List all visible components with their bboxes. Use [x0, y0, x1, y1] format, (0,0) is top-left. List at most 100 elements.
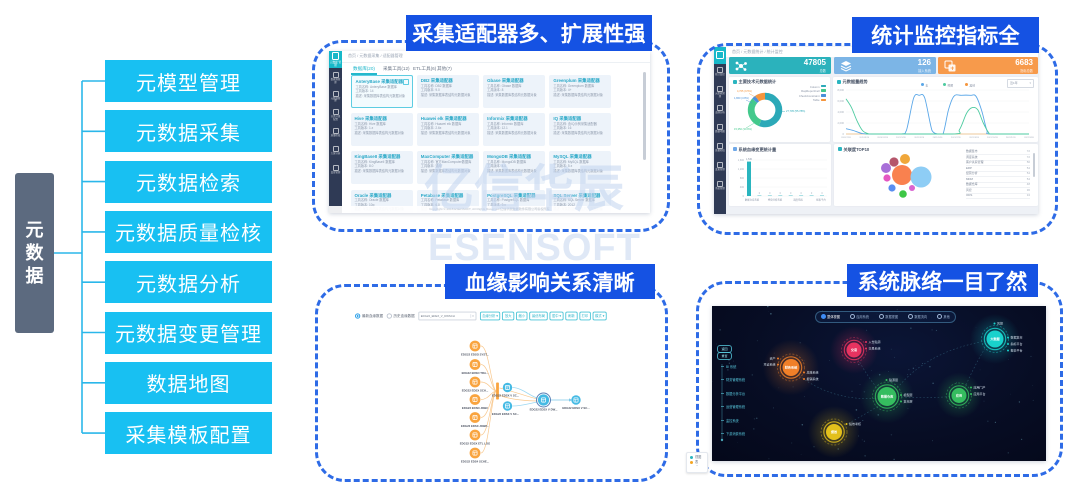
feature-button-1[interactable]: 元数据采集 — [105, 110, 272, 153]
top10-value: 54 — [1026, 176, 1030, 181]
svg-text:数据集市: 数据集市 — [1011, 335, 1023, 340]
range-select[interactable]: 近1年▾ — [1007, 79, 1034, 88]
feature-button-4[interactable]: 元数据分析 — [105, 261, 272, 304]
adapter-description: 描述: 采集数据库表结构元数据对象 — [420, 169, 471, 174]
network-view-option-4[interactable]: 其他 — [937, 314, 950, 319]
adapter-card-Huawei elk[interactable]: Huawei elk 采集适配器工具名称: Huawei elk 数据库工具版本… — [416, 113, 479, 147]
lineage-tool-button-7[interactable]: 模式 ▾ — [592, 311, 607, 321]
network-side-item-0[interactable]: BI 系统 — [726, 365, 737, 369]
option-label: 其他 — [943, 315, 950, 319]
adapter-card-MaxComputer[interactable]: MaxComputer 采集适配器工具名称: 官方MaxComputer数据库工… — [416, 151, 479, 185]
network-side-item-1[interactable]: 财务管理系统 — [726, 378, 746, 383]
network-side-item-5[interactable]: 下游消费系统 — [726, 432, 746, 436]
network-view-option-2[interactable]: 数据视图 — [879, 314, 898, 319]
svg-text:EDG22 EDSO TRA...: EDG22 EDSO TRA... — [462, 371, 489, 375]
svg-text:2021/1/26: 2021/1/26 — [896, 137, 907, 139]
lineage-tool-button-2[interactable]: 缩小 — [515, 311, 528, 321]
network-side-button-1[interactable]: 重置 — [717, 352, 732, 360]
feature-button-2[interactable]: 元数据检索 — [105, 160, 272, 203]
lineage-tool-button-0[interactable]: 血缘分析 ▾ — [479, 311, 501, 321]
feature-button-0[interactable]: 元模型管理 — [105, 60, 272, 102]
sidebar-item-icon — [717, 86, 723, 92]
scrollbar[interactable] — [1033, 153, 1035, 177]
legend-item: CheckConstraint — [799, 94, 826, 98]
radio-1[interactable] — [386, 313, 393, 319]
tab-2[interactable]: ETL工具(6) — [413, 65, 437, 71]
radio-0[interactable] — [355, 313, 361, 319]
lineage-tool-button-1[interactable]: 放大 — [502, 311, 515, 321]
sidebar-item[interactable]: 变更管理 — [329, 164, 342, 175]
svg-text:调度系统: 调度系统 — [793, 198, 803, 202]
lineage-tool-button-5[interactable]: 刷新 — [565, 311, 578, 321]
lineage-tool-button-6[interactable]: 打印 — [579, 311, 591, 321]
lineage-tool-button-4[interactable]: 居中 ▾ — [549, 311, 564, 321]
adapters-topbar: 首页 / 元数据采集 / 适配器管理 — [342, 51, 650, 63]
network-view-option-0[interactable]: 整体视图 — [821, 314, 840, 319]
sidebar-item[interactable]: 数据地图 — [714, 124, 726, 134]
svg-text:数据仓库系统: 数据仓库系统 — [745, 198, 760, 202]
sidebar-item[interactable]: 血缘分析 — [714, 105, 726, 115]
copy-icon[interactable] — [402, 79, 409, 85]
sidebar-item[interactable]: 分类分级配置 — [329, 109, 342, 122]
sidebar-item[interactable]: 变更管理 — [714, 162, 726, 172]
sidebar-item[interactable]: 统计监控 — [714, 67, 726, 77]
sidebar-item[interactable]: 元数据管理 — [329, 90, 342, 104]
svg-text:1,200: 1,200 — [738, 168, 745, 171]
sidebar-item[interactable]: 元数据管理 — [714, 86, 726, 99]
feature-button-5[interactable]: 元数据变更管理 — [105, 311, 272, 354]
sidebar-item-icon — [717, 181, 723, 187]
lineage-node-select[interactable]: EDG22_EDEX_V_DWSCH▾ — [418, 311, 477, 321]
network-view-option-3[interactable]: 数据流向 — [908, 314, 927, 319]
feature-button-6[interactable]: 数据地图 — [105, 361, 272, 404]
svg-text:EDG22 EDSX V DW...: EDG22 EDSX V DW... — [530, 408, 558, 412]
chevron-up-icon[interactable]: ⌃ — [695, 464, 699, 469]
tab-1[interactable]: 采集工具(12) — [383, 65, 410, 71]
top10-name: 调度系统 — [966, 154, 978, 159]
svg-text:绩效考核: 绩效考核 — [849, 421, 861, 426]
network-side-item-3[interactable]: 运营管理系统 — [726, 405, 746, 410]
sidebar-item[interactable]: 质量检核 — [714, 143, 726, 153]
adapter-card-AnteryBase[interactable]: AnteryBase 采集适配器工具名称: AnteryBase 数据库工具版本… — [350, 75, 413, 108]
svg-text:凭证系统: 凭证系统 — [763, 362, 775, 367]
scrollbar[interactable] — [643, 72, 646, 160]
sidebar-item[interactable]: 大屏分析 — [329, 146, 342, 156]
feature-button-7[interactable]: 采集模板配置 — [105, 412, 272, 455]
network-view-option-1[interactable]: 应用系统 — [850, 314, 869, 319]
svg-text:1,860 (3.8%): 1,860 (3.8%) — [734, 96, 749, 100]
adapter-card-KingBaseII[interactable]: KingBaseII 采集适配器工具名称: KingBaseII 数据库工具版本… — [350, 151, 413, 185]
lineage-tool-button-3[interactable]: 最优布局 — [529, 311, 548, 321]
network-side-item-2[interactable]: 数据分析平台 — [726, 391, 746, 396]
adapter-tool-name: 工具名称: 官方MaxComputer数据库 — [420, 159, 472, 164]
sidebar-item[interactable]: 系统管理 — [714, 181, 726, 191]
svg-text:2021/5/26: 2021/5/26 — [933, 137, 944, 139]
tab-0[interactable]: 数据库(20) — [351, 65, 377, 75]
adapter-card-Informix[interactable]: Informix 采集适配器工具名称: Informix 数据库工具版本: 12… — [483, 113, 546, 147]
svg-text:0: 0 — [759, 192, 761, 195]
top10-name: 风控 — [966, 187, 972, 192]
sidebar-item[interactable]: 数据源管理 — [329, 72, 342, 85]
sidebar-item[interactable]: 质量检核 — [329, 127, 342, 138]
feature-button-3[interactable]: 元数据质量检核 — [105, 210, 272, 253]
adapter-card-Greenplum[interactable]: Greenplum 采集适配器工具名称: Greenplum 数据库工具版本: … — [549, 75, 612, 108]
tab-3[interactable]: 其他(7) — [437, 65, 452, 71]
network-side-item-4[interactable]: 监控系统 — [726, 418, 739, 423]
